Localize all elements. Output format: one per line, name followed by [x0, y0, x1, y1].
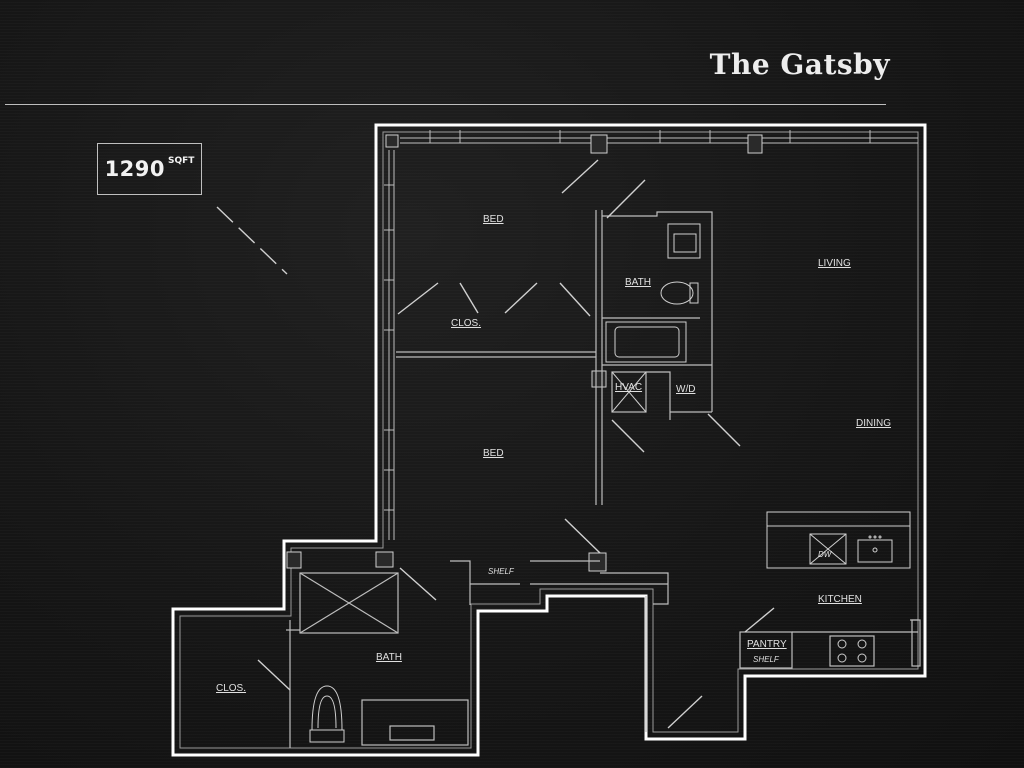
bathtub-icon — [605, 321, 687, 363]
room-label-living: LIVING — [818, 258, 851, 269]
pantry-shelf-label: SHELF — [753, 655, 780, 664]
bath-sink-icon — [667, 223, 701, 259]
toilet-icon — [660, 281, 699, 305]
page-title: The Gatsby — [709, 48, 890, 81]
master-toilet-icon — [309, 685, 345, 743]
room-label-hvac: HVAC — [615, 382, 642, 393]
room-label-closet-2: CLOS. — [216, 683, 246, 694]
cooktop-burners-icon — [837, 639, 867, 663]
exterior-walls — [171, 123, 927, 757]
room-label-bath-2: BATH — [376, 652, 402, 663]
dishwasher-label: DW — [818, 550, 833, 559]
room-label-dining: DINING — [856, 418, 891, 429]
door-swings — [257, 159, 775, 729]
hall-shelf-label: SHELF — [488, 567, 515, 576]
header-divider — [5, 104, 886, 105]
window-strip — [384, 130, 918, 540]
square-footage-unit: SQFT — [168, 156, 195, 166]
structural-columns — [286, 134, 763, 572]
square-footage-badge: 1290 SQFT — [97, 143, 202, 195]
room-label-bed-2: BED — [483, 448, 504, 459]
hvac-unit-icon — [611, 371, 647, 413]
room-label-closet-1: CLOS. — [451, 318, 481, 329]
exterior-walls-inner — [179, 131, 919, 749]
room-label-pantry: PANTRY — [747, 639, 787, 650]
room-label-bed-1: BED — [483, 214, 504, 225]
square-footage-value: 1290 — [104, 157, 166, 181]
interior-walls — [286, 210, 921, 748]
room-label-washer-dryer: W/D — [676, 384, 695, 395]
kitchen-island — [766, 511, 911, 569]
room-label-bath-1: BATH — [625, 277, 651, 288]
direction-marker-icon — [216, 206, 288, 275]
room-label-kitchen: KITCHEN — [818, 594, 862, 605]
